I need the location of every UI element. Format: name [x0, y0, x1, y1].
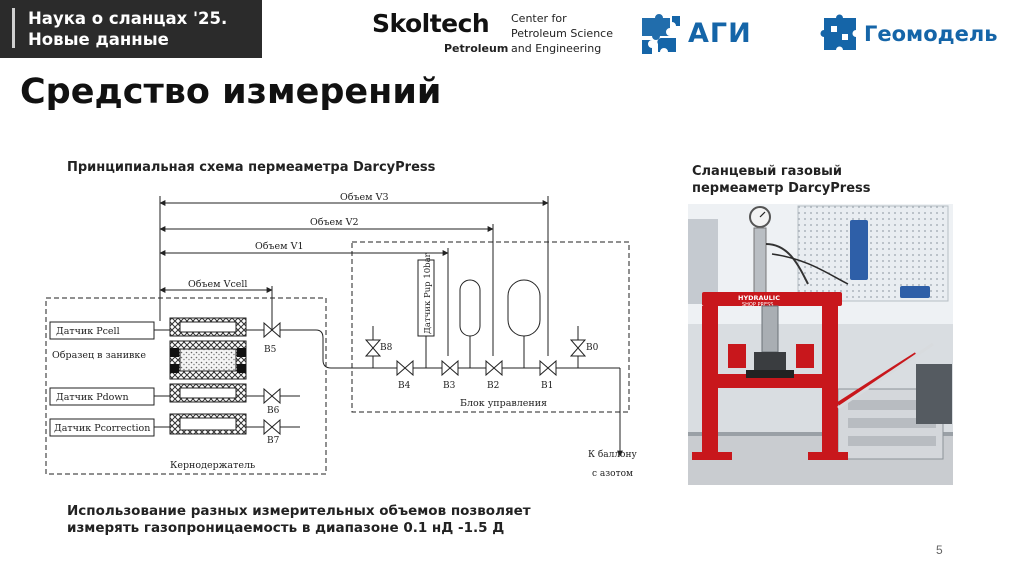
skoltech-logo: Skoltech Petroleum Center for Petroleum …	[372, 9, 622, 59]
label-pup: Датчик Pup 10bar	[423, 252, 433, 334]
page-number: 5	[936, 543, 943, 557]
agi-logo: АГИ	[636, 12, 786, 60]
label-b4: B4	[398, 381, 411, 391]
label-pdown: Датчик Pdown	[56, 392, 129, 403]
valve-b6-icon	[264, 389, 280, 403]
badge-accent-bar	[12, 8, 15, 48]
label-b8: B8	[380, 343, 393, 353]
event-badge: Наука о сланцах '25. Новые данные	[0, 0, 262, 58]
core-sample	[180, 349, 236, 371]
label-pcorrection: Датчик Pcorrection	[54, 423, 150, 434]
label-v2: Объем V2	[310, 217, 359, 228]
badge-line-2: Новые данные	[28, 30, 169, 49]
label-b2: B2	[487, 381, 499, 391]
skoltech-wordmark: Skoltech	[372, 9, 489, 38]
bottom-text-line-2: измерять газопроницаемость в диапазоне 0…	[67, 520, 531, 537]
agi-label: АГИ	[688, 18, 752, 49]
permeameter-schematic: Объем V3 Объем V2 Объем V1 Объем Vcell К…	[40, 186, 680, 486]
label-vcell: Объем Vcell	[188, 279, 247, 290]
volume-cylinder-small	[460, 280, 480, 336]
label-v3: Объем V3	[340, 192, 389, 203]
label-b6: B6	[267, 406, 280, 416]
bottom-text-line-1: Использование разных измерительных объем…	[67, 503, 531, 520]
core-holder-body	[170, 318, 246, 434]
darcypress-photo: HYDRAULIC SHOP PRESS	[688, 204, 953, 485]
badge-line-1: Наука о сланцах '25.	[28, 9, 227, 28]
valve-b2-icon	[486, 361, 502, 375]
photo-title-line-1: Сланцевый газовый	[692, 163, 871, 180]
label-sample: Образец в занивке	[52, 350, 146, 361]
label-b7: B7	[267, 436, 280, 446]
skoltech-center-line-3: and Engineering	[511, 41, 613, 56]
skoltech-center-line-1: Center for	[511, 11, 613, 26]
skoltech-center-text: Center for Petroleum Science and Enginee…	[511, 11, 613, 56]
geomodel-label: Геомодель	[864, 22, 998, 46]
press-label-line-1: HYDRAULIC	[738, 294, 780, 302]
label-v1: Объем V1	[255, 241, 304, 252]
valve-b7-icon	[264, 420, 280, 434]
schema-title: Принципиальная схема пермеаметра DarcyPr…	[67, 160, 435, 175]
valve-b4-icon	[397, 361, 413, 375]
geomodel-puzzle-icon	[820, 14, 860, 54]
label-control: Блок управления	[460, 398, 547, 409]
valve-b0-icon	[571, 340, 585, 356]
bottom-description: Использование разных измерительных объем…	[67, 503, 531, 537]
valve-b1-icon	[540, 361, 556, 375]
photo-title-line-2: пермеаметр DarcyPress	[692, 180, 871, 197]
photo-title: Сланцевый газовый пермеаметр DarcyPress	[692, 163, 871, 197]
skoltech-center-line-2: Petroleum Science	[511, 26, 613, 41]
agi-puzzle-icon	[636, 12, 684, 60]
volume-cylinder-large	[508, 280, 540, 336]
page-title: Средство измерений	[20, 72, 441, 112]
label-b5: B5	[264, 345, 277, 355]
label-balloon-line2: с азотом	[592, 469, 633, 479]
label-pcell: Датчик Pcell	[56, 326, 120, 337]
label-balloon-line1: К баллону	[588, 449, 637, 460]
label-b3: B3	[443, 381, 456, 391]
label-holder: Кернодержатель	[170, 460, 255, 471]
label-b1: B1	[541, 381, 553, 391]
valve-b3-icon	[442, 361, 458, 375]
skoltech-petroleum-label: Petroleum	[444, 42, 508, 55]
label-b0: B0	[586, 343, 599, 353]
valve-b8-icon	[366, 340, 380, 356]
geomodel-logo: Геомодель	[820, 14, 1020, 58]
